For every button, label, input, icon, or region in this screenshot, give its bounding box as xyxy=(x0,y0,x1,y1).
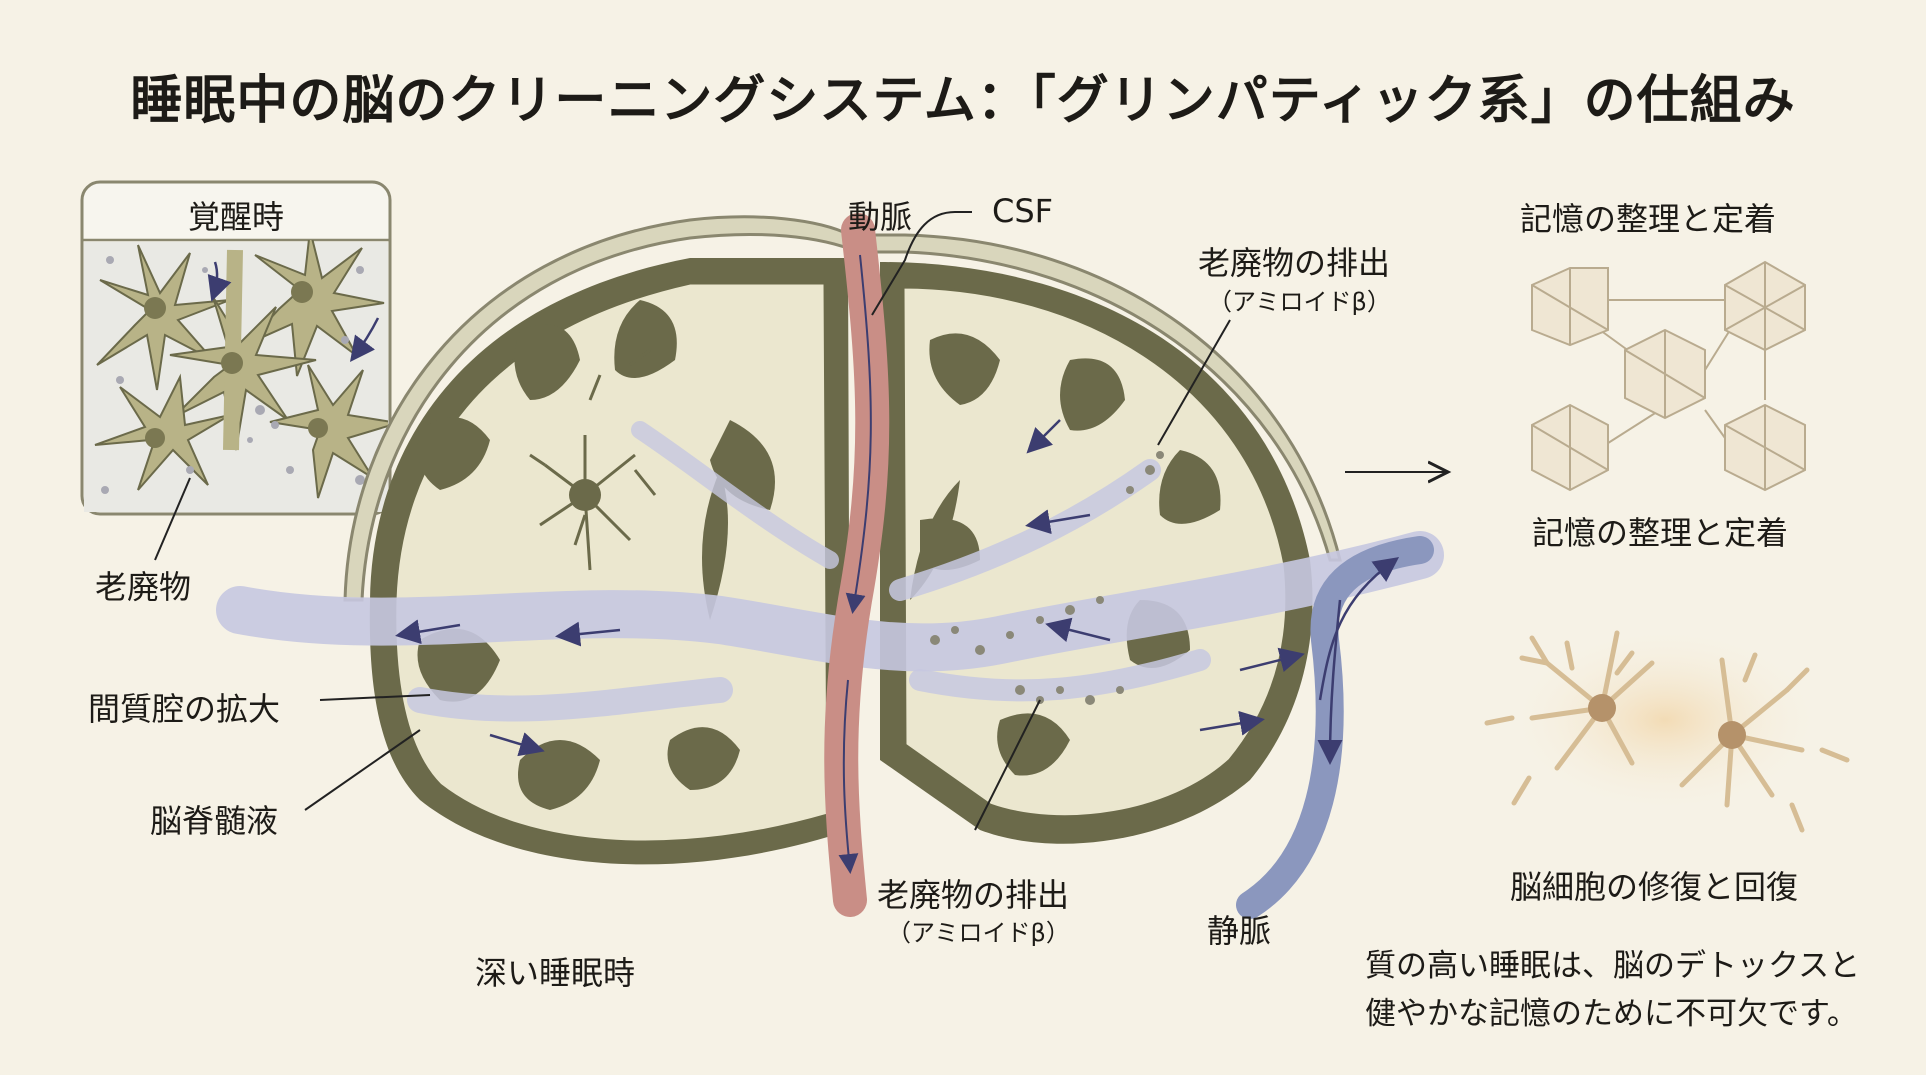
csf-fluid-label: 脳脊髄液 xyxy=(150,802,279,840)
waste-bottom-label: 老廃物の排出 xyxy=(877,876,1070,914)
memory-network-icon xyxy=(1531,260,1806,492)
repair-caption: 脳細胞の修復と回復 xyxy=(1510,868,1799,906)
deep-sleep-label: 深い睡眠時 xyxy=(475,954,636,992)
awake-inset xyxy=(80,180,392,561)
page-title: 睡眠中の脳のクリーニングシステム：「グリンパティック系」の仕組み xyxy=(130,71,1796,131)
waste-top-label: 老廃物の排出 xyxy=(1198,244,1391,282)
interstitial-label: 間質腔の拡大 xyxy=(88,690,281,728)
flow-arrows xyxy=(395,419,1305,757)
waste-bottom-sublabel: （アミロイドβ） xyxy=(887,919,1070,947)
summary-line-1: 質の高い睡眠は、脳のデトックスと xyxy=(1365,948,1861,984)
leader-lines xyxy=(304,211,1231,831)
memory-heading: 記憶の整理と定着 xyxy=(1520,200,1777,238)
inset-title: 覚醒時 xyxy=(187,198,284,236)
memory-caption: 記憶の整理と定着 xyxy=(1532,514,1789,552)
artery-label: 動脈 xyxy=(848,198,913,236)
csf-label: CSF xyxy=(992,192,1054,230)
vein-vessel xyxy=(1236,536,1434,919)
waste-particles xyxy=(930,451,1164,705)
waste-label: 老廃物 xyxy=(95,568,192,606)
vein-label: 静脈 xyxy=(1207,912,1272,950)
waste-top-sublabel: （アミロイドβ） xyxy=(1208,288,1391,316)
repaired-neurons-icon xyxy=(1484,625,1850,833)
summary-line-2: 健やかな記憶のために不可欠です。 xyxy=(1365,996,1858,1032)
